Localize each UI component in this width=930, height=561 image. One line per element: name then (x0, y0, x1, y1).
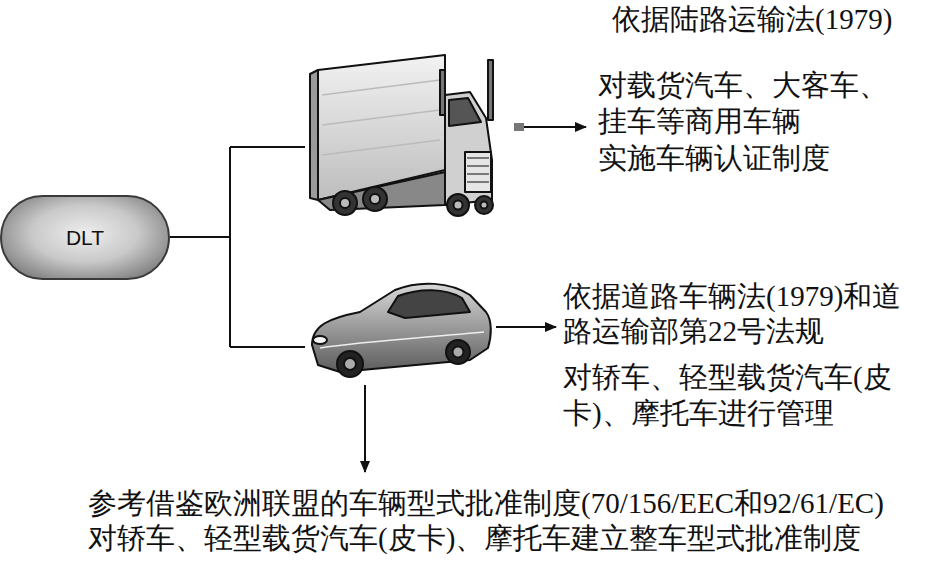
annotation-text: 依据道路车辆法(1979)和道 (563, 279, 901, 314)
annotation-text: 依据陆路运输法(1979) (612, 2, 892, 37)
car-illustration (312, 284, 491, 377)
pill-node: DLT (0, 195, 170, 280)
pointer-arrows (365, 123, 586, 472)
bracket-lines (170, 147, 305, 347)
annotation-text: 实施车辆认证制度 (598, 141, 830, 176)
annotation-text: 挂车等商用车辆 (598, 104, 801, 139)
annotation-text: 参考借鉴欧洲联盟的车辆型式批准制度(70/156/EEC和92/61/EC) (88, 486, 884, 521)
truck-illustration (310, 55, 493, 216)
annotation-text: 对轿车、轻型载货汽车(皮卡)、摩托车建立整车型式批准制度 (88, 521, 861, 556)
annotation-text: 卡)、摩托车进行管理 (563, 396, 834, 431)
annotation-text: 路运输部第22号法规 (563, 314, 824, 349)
annotation-text: 对轿车、轻型载货汽车(皮 (563, 360, 892, 395)
node-label: DLT (66, 226, 104, 250)
annotation-text: 对载货汽车、大客车、 (598, 68, 888, 103)
